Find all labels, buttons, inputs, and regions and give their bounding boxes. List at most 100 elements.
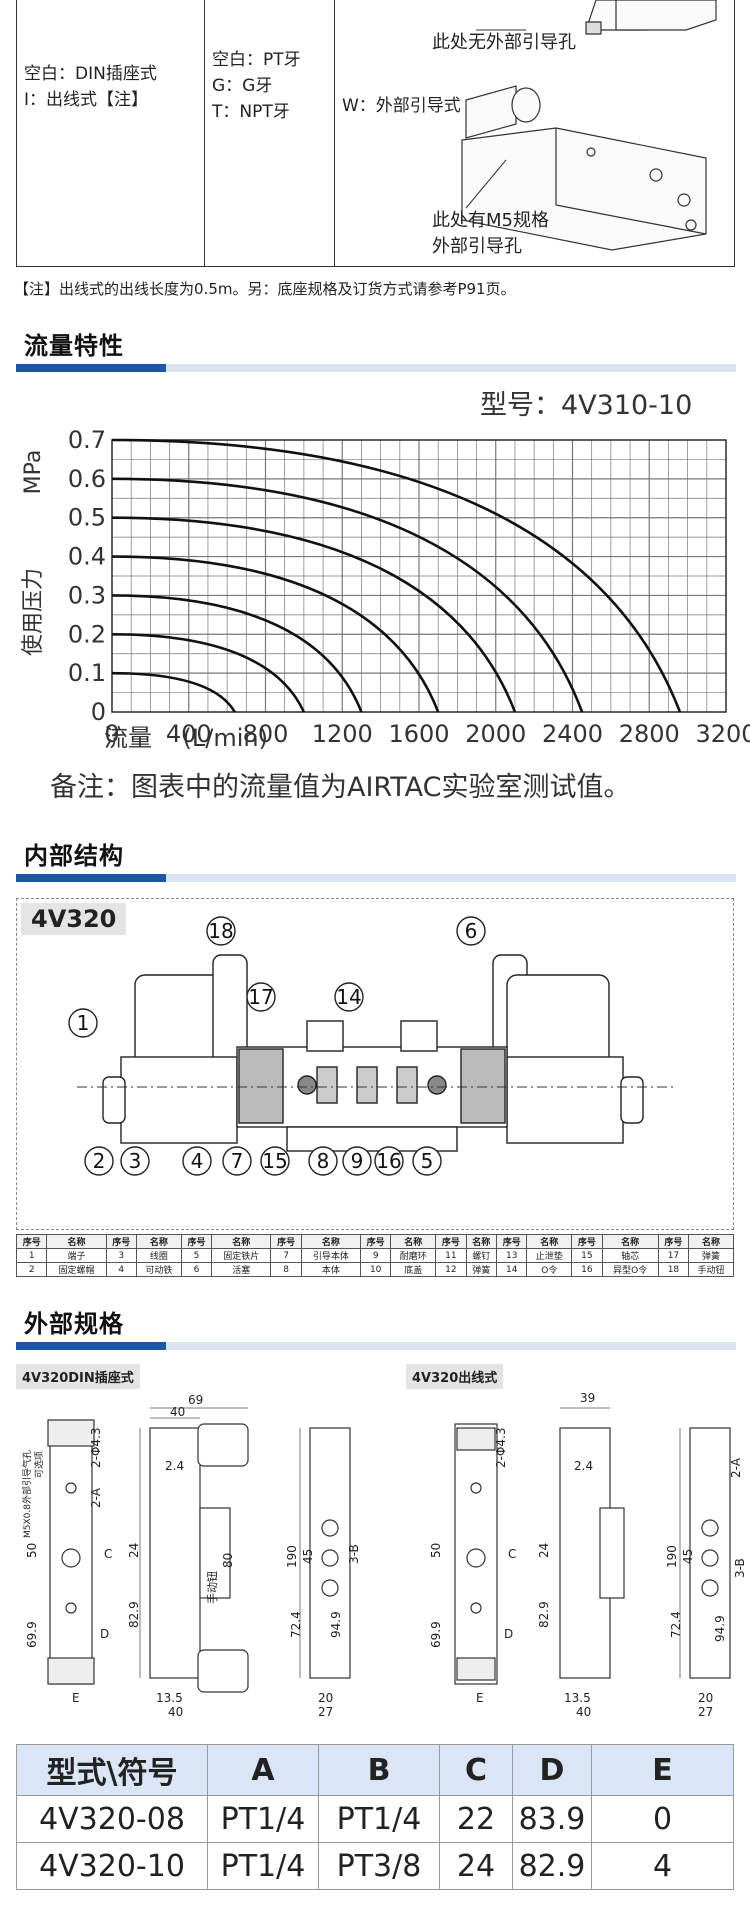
option-wire: I：出线式【注】 — [24, 90, 149, 110]
callout-circle-14 — [334, 982, 364, 1012]
parts-cell: 端子 — [46, 1248, 107, 1263]
parts-cell: 18 — [657, 1262, 690, 1277]
valve-sketch — [461, 0, 717, 251]
chart-grid — [111, 439, 727, 713]
callout-circle-8 — [308, 1146, 338, 1176]
dim-82.9: 82.9 — [127, 1601, 141, 1628]
x-tick-label: 3200 — [695, 720, 750, 748]
dim-c: C — [104, 1547, 112, 1561]
callout-number-1: 1 — [77, 1011, 90, 1035]
dim-cell: PT1/4 — [318, 1795, 440, 1843]
side-text-pilot: M5X0.8外部引导气孔 — [21, 1450, 33, 1538]
callout-number-5: 5 — [421, 1149, 434, 1173]
model-label: 4V320 — [21, 903, 127, 935]
dim-190: 190 — [285, 1545, 299, 1568]
x-tick-label: 400 — [166, 720, 212, 748]
parts-header-cell: 序号 — [571, 1234, 603, 1249]
dim-w-3b: 3-B — [733, 1558, 747, 1578]
callout-circle-2 — [84, 1146, 114, 1176]
dim-cell: 22 — [439, 1795, 513, 1843]
y-tick-label: 0.1 — [68, 659, 106, 687]
dim-cell: 4 — [591, 1842, 734, 1890]
x-tick-label: 1200 — [312, 720, 373, 748]
parts-cell: 4 — [105, 1262, 138, 1277]
flow-curve-5 — [111, 477, 584, 713]
note-text: 【注】出线式的出线长度为0.5m。另：底座规格及订货方式请参考P91页。 — [14, 280, 516, 298]
parts-cell: 异型O令 — [601, 1262, 659, 1277]
parts-header-cell: 名称 — [688, 1234, 734, 1249]
option-pt: 空白：PT牙 — [212, 50, 301, 70]
callout-number-3: 3 — [129, 1149, 142, 1173]
callout-lines — [465, 29, 526, 209]
parts-cell: 1 — [15, 1248, 48, 1263]
section-bar — [16, 364, 736, 372]
drawing-label-wire: 4V320出线式 — [406, 1364, 504, 1389]
table-divider — [334, 0, 335, 266]
section-flow: 流量特性 — [0, 318, 750, 378]
parts-header-cell: 名称 — [211, 1234, 272, 1249]
dim-40: 40 — [170, 1405, 185, 1419]
callout-circle-7 — [222, 1146, 252, 1176]
dim-w-69.9: 69.9 — [429, 1621, 443, 1648]
dim-94.9: 94.9 — [329, 1611, 343, 1638]
parts-header-cell: 序号 — [180, 1234, 213, 1249]
parts-cell: 6 — [180, 1262, 213, 1277]
section-title: 外部规格 — [24, 1310, 124, 1338]
callout-number-14: 14 — [336, 985, 361, 1009]
section-internal: 内部结构 — [0, 828, 750, 888]
dim-header-model: 型式\符号 — [16, 1744, 208, 1796]
x-tick-label: 1600 — [388, 720, 449, 748]
x-axis-label: 流量 (L/min) — [104, 724, 268, 752]
callout-number-2: 2 — [93, 1149, 106, 1173]
parts-cell: 螺钉 — [465, 1248, 498, 1263]
dim-2a: 2-A — [89, 1487, 103, 1508]
parts-header-cell: 序号 — [435, 1234, 467, 1249]
parts-cell: 2 — [15, 1262, 48, 1277]
y-unit: MPa — [21, 450, 46, 495]
table-divider — [204, 0, 205, 266]
side-text-option: 可选项 — [33, 1451, 45, 1478]
dim-69.9: 69.9 — [25, 1621, 39, 1648]
callout-circle-18 — [206, 916, 236, 946]
dim-80: 80 — [221, 1553, 235, 1568]
dim-w-phi: 2-Φ4.3 — [494, 1428, 508, 1469]
flow-curve-6 — [111, 438, 682, 713]
parts-cell: 14 — [495, 1262, 528, 1277]
callout-no-pilot: 此处无外部引导孔 — [432, 32, 576, 53]
parts-header-cell: 名称 — [526, 1234, 573, 1249]
table-border — [16, 0, 17, 266]
dim-w-2.4: 2.4 — [574, 1459, 593, 1473]
drawing-label-din: 4V320DIN插座式 — [16, 1364, 140, 1389]
dim-w-82.9: 82.9 — [537, 1601, 551, 1628]
y-tick-label: 0.5 — [68, 504, 106, 532]
dim-20: 20 — [318, 1691, 333, 1705]
dim-w-94.9: 94.9 — [713, 1615, 727, 1642]
dim-w-13.5: 13.5 — [564, 1691, 591, 1705]
dim-cell: PT1/4 — [207, 1795, 319, 1843]
x-tick-label: 0 — [104, 720, 119, 748]
callout-number-18: 18 — [208, 919, 233, 943]
parts-header-cell: 名称 — [136, 1234, 182, 1249]
dim-cell: 4V320-08 — [16, 1795, 208, 1843]
section-title: 内部结构 — [24, 842, 124, 870]
x-tick-label: 2800 — [619, 720, 680, 748]
parts-cell: 11 — [435, 1248, 467, 1263]
section-title: 流量特性 — [24, 332, 124, 360]
dim-cell: 4V320-10 — [16, 1842, 208, 1890]
dim-w-40: 40 — [576, 1705, 591, 1719]
parts-header-cell: 名称 — [465, 1234, 498, 1249]
option-din: 空白：DIN插座式 — [24, 64, 157, 84]
parts-cell: 线圈 — [136, 1248, 182, 1263]
dim-w-24: 24 — [537, 1543, 551, 1558]
parts-cell: 耐磨环 — [390, 1248, 437, 1263]
option-g: G：G牙 — [212, 76, 273, 96]
parts-cell: 底盖 — [390, 1262, 437, 1277]
callout-number-6: 6 — [465, 919, 478, 943]
parts-header-cell: 序号 — [270, 1234, 302, 1249]
dim-w-45: 45 — [681, 1549, 695, 1564]
dim-cell: 83.9 — [512, 1795, 592, 1843]
chart-title: 型号：4V310-10 — [480, 390, 692, 421]
callout-number-7: 7 — [231, 1149, 244, 1173]
